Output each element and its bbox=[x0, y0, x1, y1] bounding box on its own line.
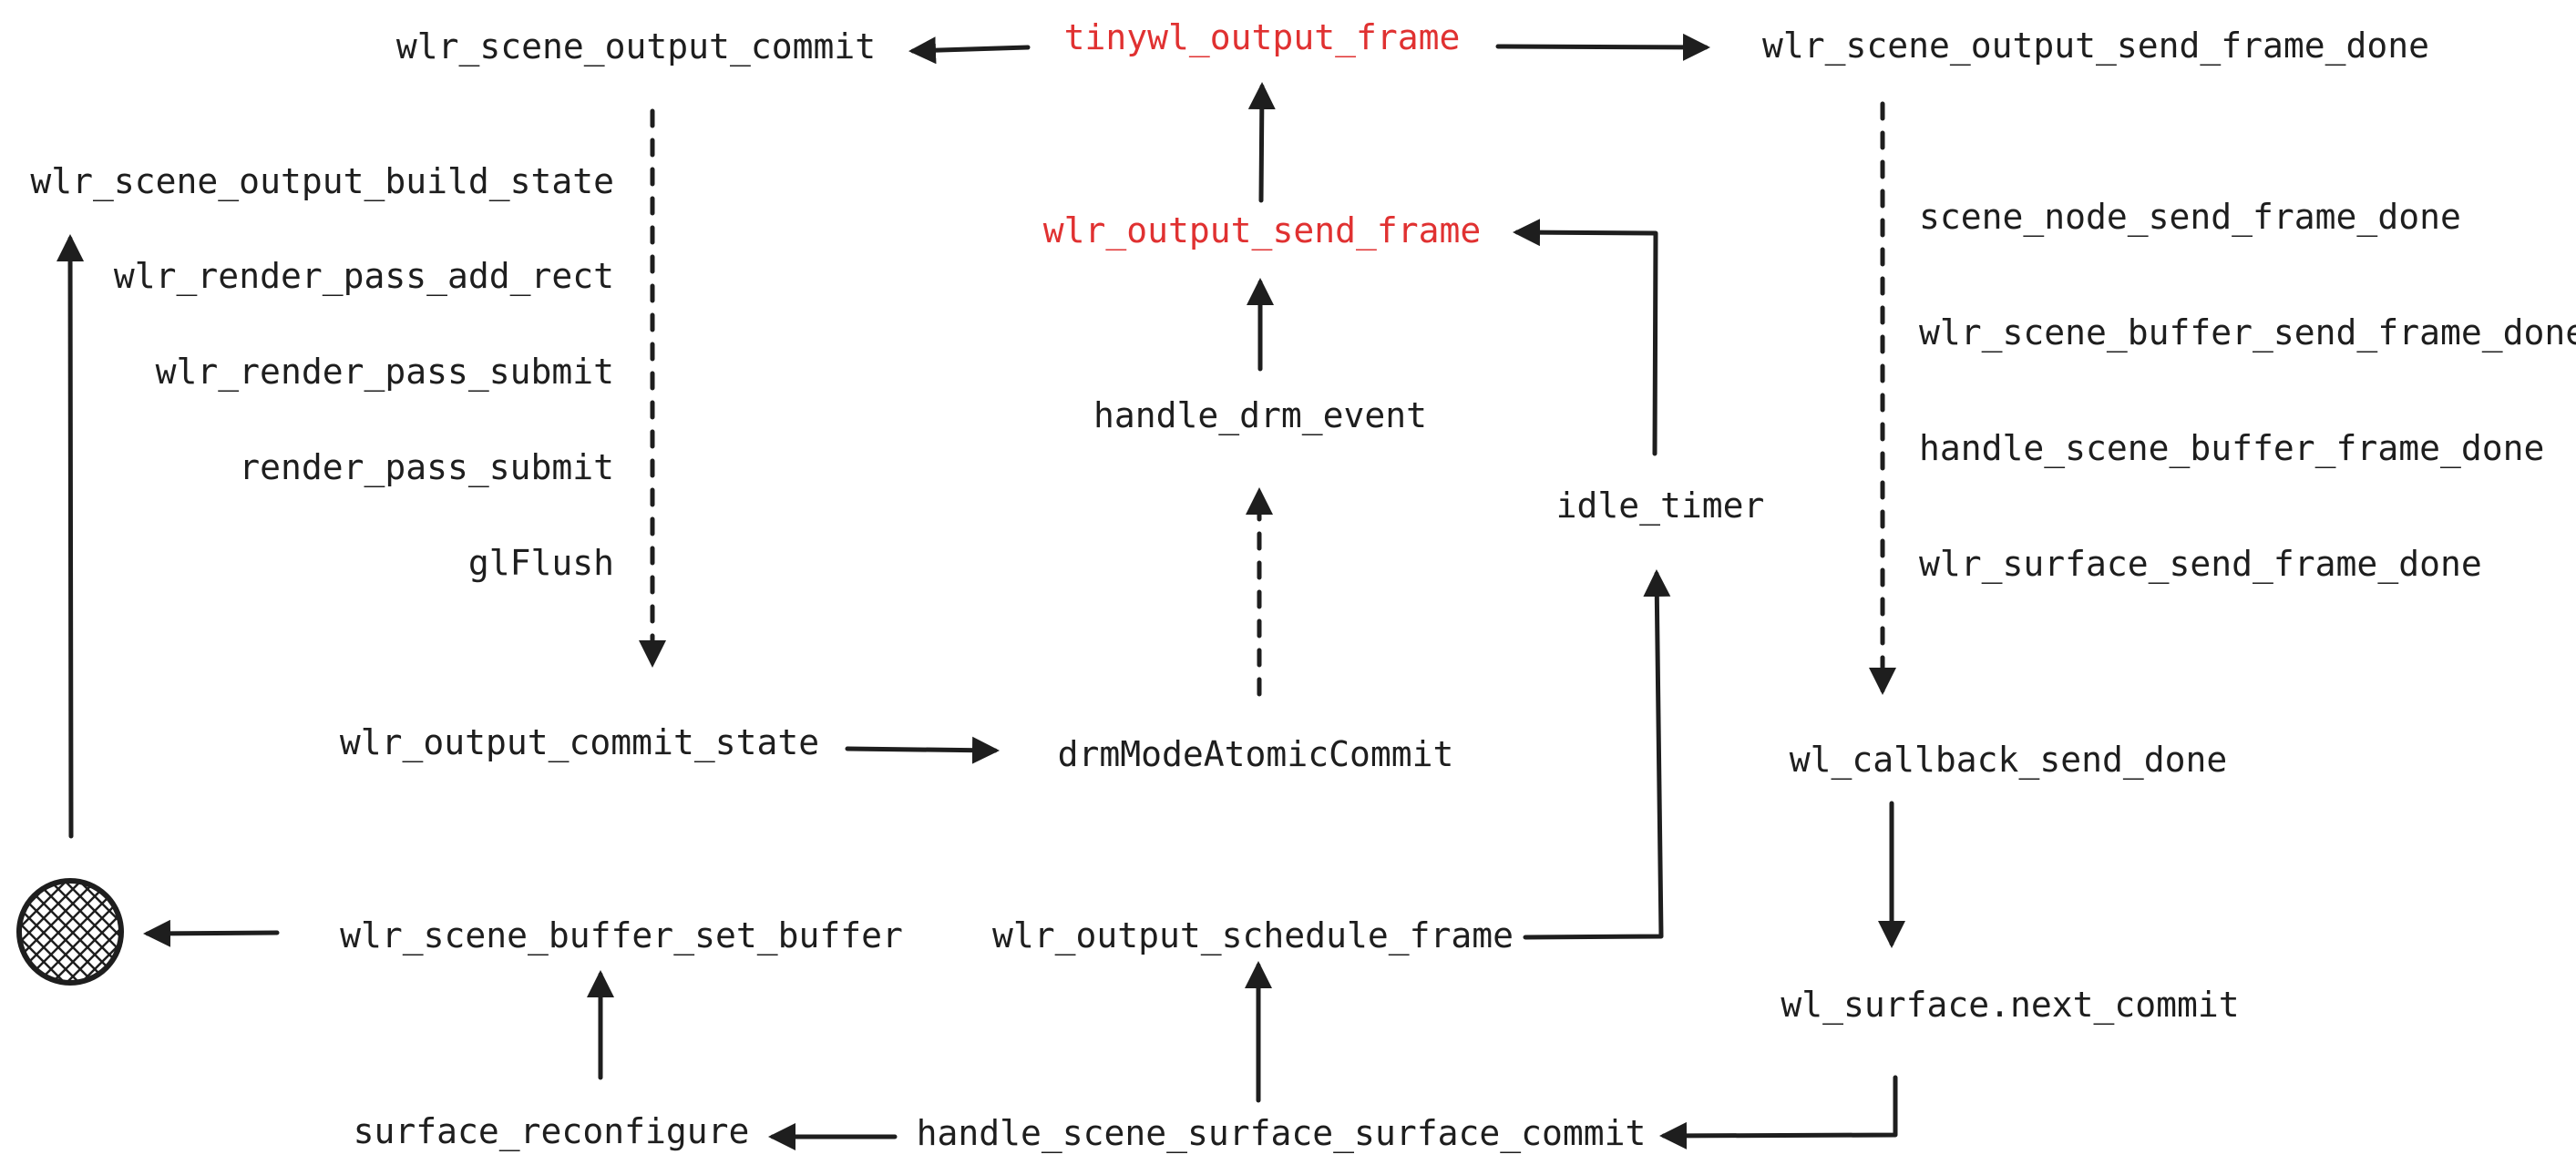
frame-done-step: handle_scene_buffer_frame_done bbox=[1919, 428, 2544, 469]
edge-schedule-frame-to-idle-timer bbox=[1523, 569, 1671, 940]
node-wlr-output-send-frame: wlr_output_send_frame bbox=[1043, 210, 1481, 251]
render-step: glFlush bbox=[468, 543, 614, 583]
node-wl-surface-next-commit: wl_surface.next_commit bbox=[1781, 985, 2239, 1026]
node-handle-scene-surface-surface-commit: handle_scene_surface_surface_commit bbox=[917, 1113, 1647, 1154]
edge-frame-to-send-frame-done bbox=[1495, 33, 1710, 61]
edge-next-commit-to-surface-commit bbox=[1659, 1075, 1898, 1149]
frame-done-step: wlr_scene_buffer_send_frame_done bbox=[1919, 312, 2576, 353]
node-idle-timer: idle_timer bbox=[1556, 485, 1765, 526]
render-step: render_pass_submit bbox=[239, 447, 614, 488]
node-wl-callback-send-done: wl_callback_send_done bbox=[1790, 740, 2227, 781]
node-wlr-scene-buffer-set-buffer: wlr_scene_buffer_set_buffer bbox=[340, 915, 903, 956]
node-wlr-scene-output-send-frame-done: wlr_scene_output_send_frame_done bbox=[1762, 26, 2429, 66]
edge-idle-timer-to-send-frame bbox=[1513, 219, 1658, 456]
node-wlr-output-commit-state: wlr_output_commit_state bbox=[340, 722, 819, 763]
node-tinywl-output-frame: tinywl_output_frame bbox=[1064, 17, 1461, 58]
hatched-circle-marker bbox=[16, 878, 124, 986]
node-wlr-scene-output-commit: wlr_scene_output_commit bbox=[396, 26, 876, 67]
edge-send-frame-to-tinywl-frame bbox=[1247, 82, 1276, 203]
frame-done-steps-list: scene_node_send_frame_done wlr_scene_buf… bbox=[1919, 197, 2576, 585]
render-step: wlr_scene_output_build_state bbox=[30, 161, 614, 202]
node-surface-reconfigure: surface_reconfigure bbox=[354, 1111, 750, 1152]
edge-frame-to-scene-output-commit bbox=[908, 36, 1031, 65]
edge-commit-state-to-atomic-commit bbox=[845, 736, 1000, 764]
render-step: wlr_render_pass_submit bbox=[156, 352, 614, 393]
render-step: wlr_render_pass_add_rect bbox=[114, 256, 614, 297]
edge-set-buffer-to-marker bbox=[143, 919, 280, 947]
edge-marker-to-build-state bbox=[56, 234, 85, 839]
node-drm-mode-atomic-commit: drmModeAtomicCommit bbox=[1058, 734, 1454, 774]
node-handle-drm-event: handle_drm_event bbox=[1093, 395, 1427, 436]
frame-done-step: scene_node_send_frame_done bbox=[1919, 197, 2461, 238]
render-steps-list: wlr_scene_output_build_state wlr_render_… bbox=[30, 161, 614, 583]
frame-done-step: wlr_surface_send_frame_done bbox=[1919, 544, 2482, 585]
node-wlr-output-schedule-frame: wlr_output_schedule_frame bbox=[992, 915, 1514, 956]
